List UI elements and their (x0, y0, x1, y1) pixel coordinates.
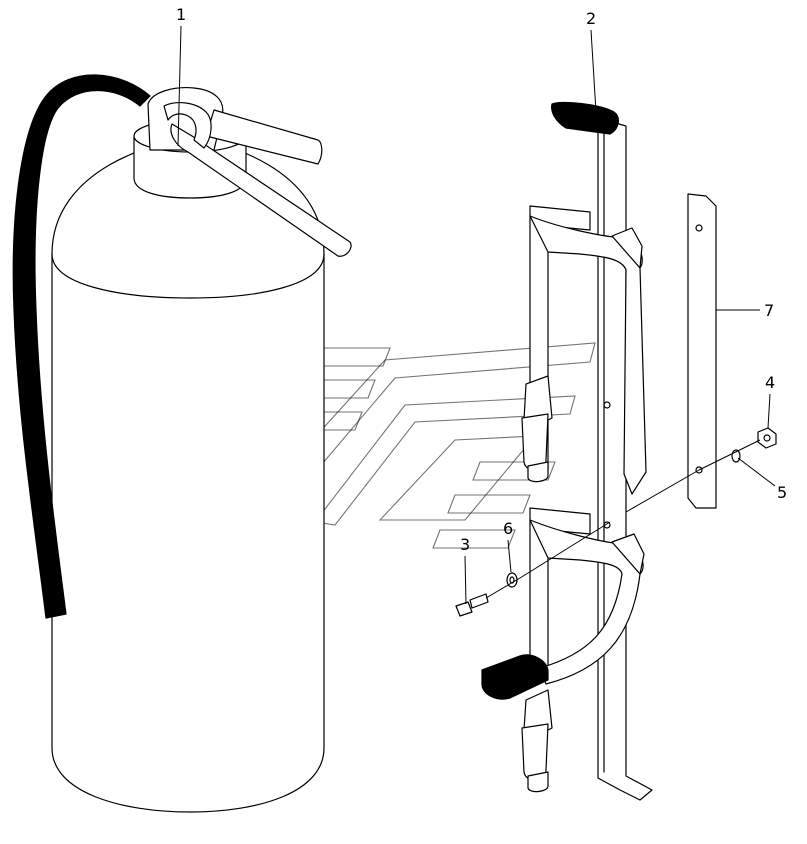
bottom-handle-grip (481, 654, 549, 700)
callout-4: 4 (765, 373, 775, 429)
wall-bracket (481, 101, 653, 801)
bolt (455, 593, 489, 617)
callout-label-3: 3 (460, 535, 470, 554)
extinguisher-body (51, 139, 325, 813)
top-handle-grip (551, 101, 619, 135)
callout-1: 1 (176, 5, 186, 147)
fire-extinguisher (12, 74, 352, 813)
lower-strap (481, 507, 645, 793)
callout-label-4: 4 (765, 373, 775, 392)
callout-6: 6 (503, 519, 513, 573)
callout-label-2: 2 (586, 9, 596, 28)
callout-label-7: 7 (764, 301, 774, 320)
callout-label-1: 1 (176, 5, 186, 24)
callout-7: 7 (716, 301, 774, 320)
callout-3: 3 (460, 535, 470, 605)
callout-label-5: 5 (777, 483, 787, 502)
nut (757, 427, 777, 449)
callout-2: 2 (586, 9, 597, 113)
hose (12, 74, 151, 619)
upper-strap (521, 205, 647, 495)
mounting-plate (687, 193, 717, 509)
callout-label-6: 6 (503, 519, 513, 538)
callout-5: 5 (737, 457, 787, 502)
